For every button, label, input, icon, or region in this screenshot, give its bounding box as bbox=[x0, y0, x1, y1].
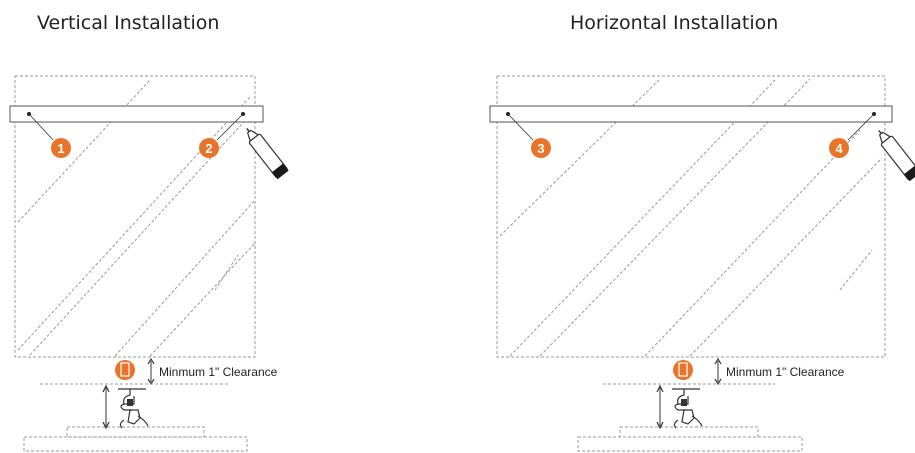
leader-line bbox=[847, 113, 875, 141]
panel-title: Vertical Installation bbox=[37, 12, 219, 34]
clearance-indicator: Minmum 1" Clearance bbox=[147, 357, 278, 386]
marker-badge: 1 bbox=[51, 138, 71, 158]
marker-pen-icon bbox=[878, 129, 915, 182]
marker-badge: 4 bbox=[829, 138, 849, 158]
base-surface bbox=[619, 426, 759, 438]
marker-badge: 2 bbox=[199, 138, 219, 158]
panel-horizontal: Horizontal Installation 3 4 bbox=[489, 12, 915, 452]
panel-title: Horizontal Installation bbox=[570, 12, 778, 34]
clearance-label: Minmum 1" Clearance bbox=[159, 365, 278, 379]
marker-badge: 3 bbox=[531, 138, 551, 158]
glass-panel-outline bbox=[14, 75, 256, 358]
height-arrow bbox=[656, 384, 664, 430]
base-surface bbox=[66, 426, 205, 438]
mounting-bar bbox=[9, 105, 264, 123]
floor-surface bbox=[23, 436, 248, 452]
glass-hatching bbox=[499, 78, 881, 357]
marker-pen-icon bbox=[246, 127, 289, 180]
glass-panel-outline bbox=[496, 75, 886, 358]
level-marker-badge bbox=[673, 360, 693, 380]
level-icon bbox=[672, 388, 703, 429]
leader-line bbox=[507, 113, 534, 141]
height-arrow bbox=[102, 384, 110, 430]
clearance-label: Minmum 1" Clearance bbox=[726, 365, 845, 379]
panel-vertical: Vertical Installation 1 2 bbox=[9, 12, 289, 452]
marker-label: 2 bbox=[205, 141, 212, 156]
leader-line bbox=[28, 113, 54, 141]
clearance-indicator: Minmum 1" Clearance bbox=[714, 357, 845, 386]
mounting-bar bbox=[489, 105, 893, 123]
marker-label: 1 bbox=[57, 141, 64, 156]
level-icon bbox=[118, 388, 149, 429]
marker-label: 3 bbox=[537, 141, 544, 156]
marker-label: 4 bbox=[835, 141, 843, 156]
floor-surface bbox=[577, 436, 803, 452]
leader-line bbox=[216, 113, 244, 141]
level-marker-badge bbox=[115, 360, 135, 380]
